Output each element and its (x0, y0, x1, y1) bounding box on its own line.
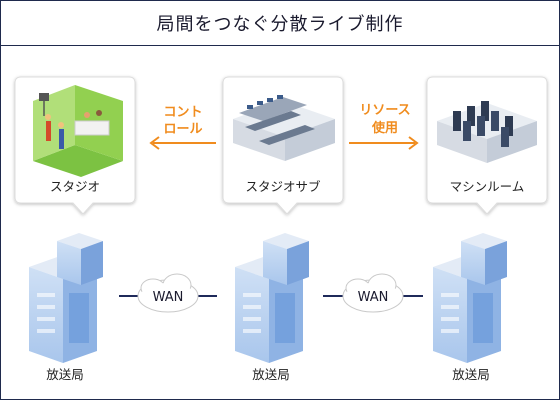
wan-label-right: WAN (358, 290, 389, 305)
station-label-left: 放送局 (46, 367, 84, 382)
studio-illustration (33, 85, 123, 177)
diagram-title: 局間をつなぐ分散ライブ制作 (1, 1, 559, 46)
machine-label: マシンルーム (450, 179, 525, 194)
resource-label-line2: 使用 (371, 120, 398, 136)
machine-callout: マシンルーム (426, 76, 548, 215)
studio-label: スタジオ (50, 179, 100, 194)
studio-callout: スタジオ (14, 76, 136, 215)
control-label-line1: コント (163, 105, 202, 120)
wan-label-left: WAN (153, 290, 184, 305)
resource-label-line1: リソース (359, 103, 410, 118)
wan-link-left: WAN (119, 273, 217, 313)
building-left: 放送局 (29, 233, 103, 382)
building-right: 放送局 (433, 233, 507, 382)
sub-label: スタジオサブ (245, 179, 321, 194)
control-label-line2: ロール (163, 122, 202, 137)
station-label-center: 放送局 (252, 367, 290, 382)
machine-room-illustration (437, 101, 537, 163)
control-arrow: コント ロール (149, 105, 216, 150)
sub-callout: スタジオサブ (222, 76, 344, 215)
resource-arrow: リソース 使用 (349, 103, 419, 150)
building-center: 放送局 (235, 233, 309, 382)
control-room-illustration (233, 95, 335, 161)
wan-link-right: WAN (323, 273, 423, 313)
station-label-right: 放送局 (452, 367, 490, 382)
